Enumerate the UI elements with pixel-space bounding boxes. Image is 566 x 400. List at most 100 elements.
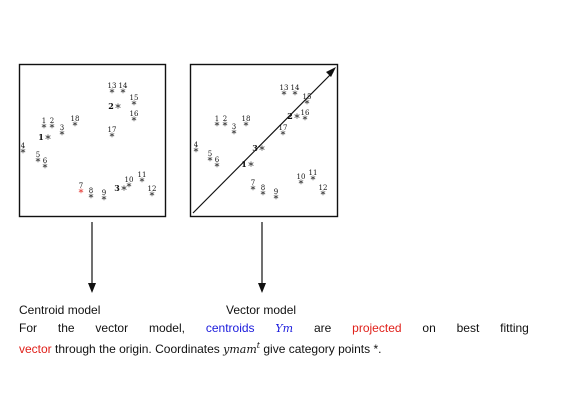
category-point-label: 12 (148, 185, 157, 193)
category-point-star: * (42, 123, 47, 134)
centroid-star: * (294, 112, 300, 125)
category-point-label: 16 (130, 110, 139, 118)
category-point-label: 13 (108, 82, 117, 90)
vector-model-label: Vector model (226, 303, 297, 317)
caption-centroids: centroids (205, 321, 255, 335)
category-point-star: * (244, 121, 249, 132)
category-point-star: * (36, 157, 41, 168)
category-point-label: 7 (79, 182, 83, 190)
category-point-star: * (293, 90, 298, 101)
category-point-star: * (73, 121, 78, 132)
centroid-star: * (45, 133, 51, 146)
category-point-star: * (50, 123, 55, 134)
category-point-label: 8 (261, 184, 265, 192)
category-point-label: 14 (119, 82, 128, 90)
category-point-label: 18 (242, 115, 251, 123)
caption-line-2: vector through the origin. Coordinates y… (19, 337, 529, 358)
caption-word: For (19, 321, 37, 335)
centroid-model-panel (18, 63, 167, 218)
category-point-star: * (282, 90, 287, 101)
category-point-star: * (127, 182, 132, 193)
caption-word: on (422, 321, 436, 335)
vector-model-panel (189, 63, 339, 218)
category-point-label: 3 (60, 124, 64, 132)
centroid-model-label: Centroid model (19, 303, 101, 317)
category-point-star: * (281, 130, 286, 141)
category-point-label: 2 (223, 115, 227, 123)
category-point-label: 11 (138, 171, 147, 179)
caption-word: model, (148, 321, 185, 335)
category-point-label: 3 (232, 123, 236, 131)
category-point-label: 6 (215, 156, 220, 164)
centroid-label: 3 (114, 183, 120, 193)
category-point-label: 13 (280, 84, 289, 92)
caption-word: the (57, 321, 75, 335)
category-point-label: 1 (215, 115, 219, 123)
category-point-star: * (251, 185, 256, 196)
category-point-label: 17 (108, 126, 117, 134)
category-point-star: * (261, 190, 266, 201)
category-point-label: 2 (50, 117, 54, 125)
category-point-star: * (79, 188, 84, 199)
category-point-star: * (140, 177, 145, 188)
caption-word: vector (95, 321, 129, 335)
category-point-star: * (132, 116, 137, 127)
category-point-label: 8 (89, 187, 93, 195)
caption-projected: projected (352, 321, 402, 335)
category-point-star: * (311, 175, 316, 186)
category-point-label: 6 (43, 157, 48, 165)
category-point-label: 11 (309, 169, 318, 177)
category-point-label: 15 (303, 93, 312, 101)
category-point-label: 16 (301, 109, 310, 117)
caption: For the vector model, centroids Ym are p… (19, 320, 529, 358)
category-point-star: * (43, 163, 48, 174)
category-point-label: 7 (251, 179, 255, 187)
caption-star: *. (373, 342, 382, 356)
category-point-star: * (303, 115, 308, 126)
category-point-star: * (89, 193, 94, 204)
caption-word: fitting (500, 321, 529, 335)
category-point-star: * (110, 88, 115, 99)
category-point-label: 5 (36, 151, 40, 159)
centroid-label: 2 (287, 111, 293, 121)
centroid-label: 2 (108, 101, 114, 111)
category-points: *1*2*3*4*5*6*7*8*9*10*11*12*13*14*15*16*… (21, 82, 328, 206)
category-point-star: * (102, 195, 107, 206)
centroid-label: 3 (252, 143, 258, 153)
category-point-star: * (232, 129, 237, 140)
category-point-star: * (194, 147, 199, 158)
category-point-label: 15 (130, 94, 139, 102)
caption-vector: vector (19, 342, 52, 356)
caption-coords-sup: t (256, 341, 261, 350)
caption-text: give category points (263, 342, 371, 356)
category-point-star: * (215, 121, 220, 132)
figure-diagram: *1*2*3*4*5*6*7*8*9*10*11*12*13*14*15*16*… (18, 63, 339, 293)
category-point-star: * (223, 121, 228, 132)
centroid-star: * (259, 144, 265, 157)
caption-ym: Ym (275, 322, 294, 335)
category-point-label: 9 (274, 188, 278, 196)
category-point-star: * (305, 99, 310, 110)
caption-coords: ymam (223, 343, 257, 356)
category-point-label: 9 (102, 189, 106, 197)
caption-line-1: For the vector model, centroids Ym are p… (19, 320, 529, 337)
category-point-label: 18 (71, 115, 80, 123)
centroid-star: * (115, 102, 121, 115)
category-point-star: * (274, 194, 279, 205)
caption-word: are (313, 321, 332, 335)
category-point-star: * (215, 162, 220, 173)
centroid-model-arrowhead (88, 283, 96, 293)
fitted-vector-arrowhead (326, 67, 336, 77)
caption-text: through the origin. Coordinates (55, 342, 220, 356)
category-point-star: * (21, 148, 26, 159)
category-point-star: * (132, 100, 137, 111)
category-point-star: * (299, 179, 304, 190)
category-point-label: 4 (21, 142, 26, 150)
category-point-label: 1 (42, 117, 46, 125)
category-point-star: * (150, 191, 155, 202)
caption-word: best (456, 321, 480, 335)
vector-model-arrowhead (258, 283, 266, 293)
category-point-label: 14 (291, 84, 300, 92)
category-point-label: 12 (319, 184, 328, 192)
centroid-star: * (248, 160, 254, 173)
